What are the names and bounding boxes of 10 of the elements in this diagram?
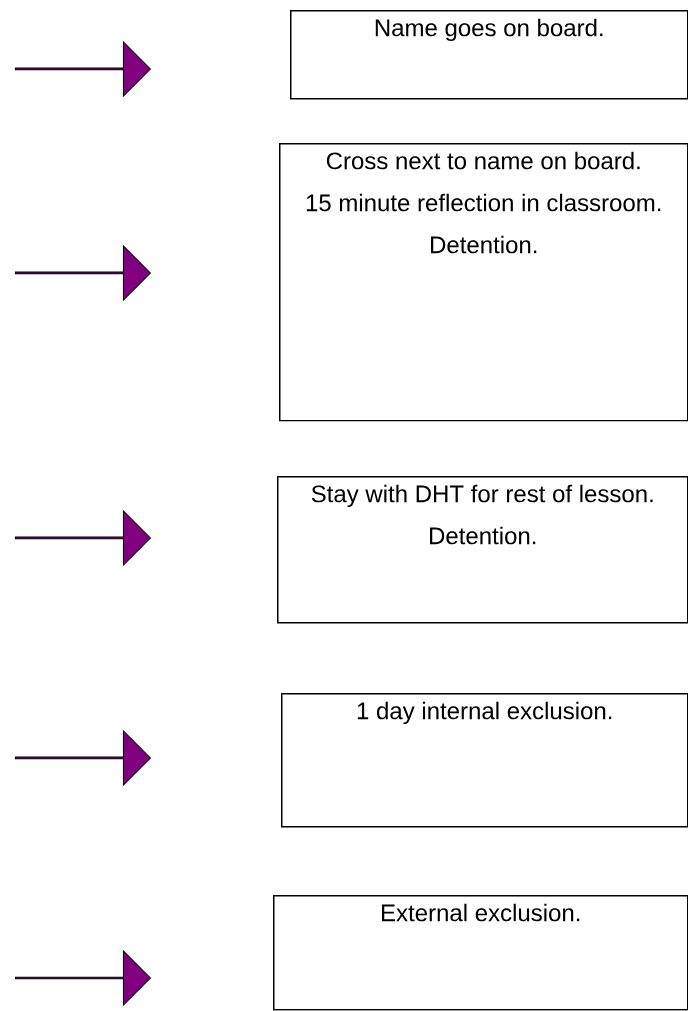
block-arrow (14, 950, 151, 1006)
text-box: External exclusion. (273, 895, 688, 1011)
text-box: 1 day internal exclusion. (281, 693, 688, 828)
block-arrow (14, 730, 151, 786)
text-box: Cross next to name on board. 15 minute reflection in classroom. Detention. (279, 143, 688, 422)
text-box: Name goes on board. (290, 10, 688, 100)
block-arrow (14, 41, 151, 97)
block-arrow (14, 510, 151, 566)
text-box: Stay with DHT for rest of lesson. Detention. (277, 476, 688, 624)
block-arrow (14, 245, 151, 301)
